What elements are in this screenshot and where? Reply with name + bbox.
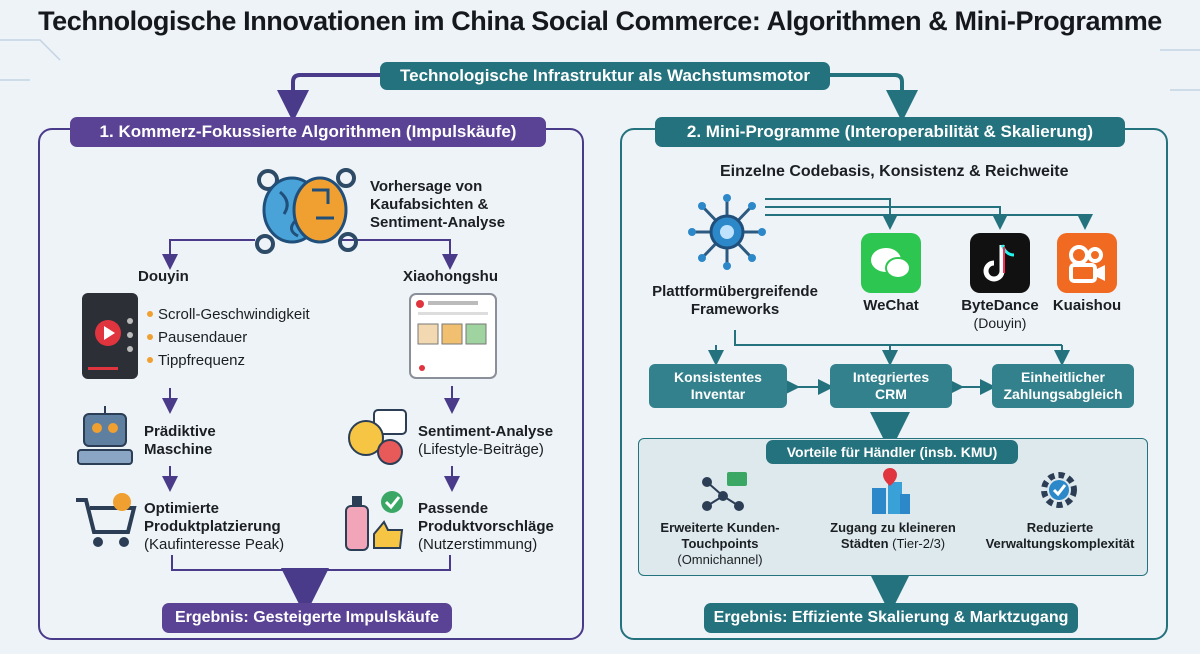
benefit-admin-2: Verwaltungskomplexität <box>985 536 1135 551</box>
benefit-touchpoints-1: Erweiterte Kunden- <box>660 520 780 535</box>
social-feed-icon <box>409 293 497 379</box>
metric-pause: Pausendauer <box>158 329 248 346</box>
codebase-subtitle: Einzelne Codebasis, Konsistenz & Reichwe… <box>720 163 1069 180</box>
suggest-label-1: Passende <box>418 500 489 517</box>
right-result: Ergebnis: Effiziente Skalierung & Marktz… <box>704 603 1078 633</box>
module-inventory: Konsistentes Inventar <box>649 364 787 408</box>
ai-label-1: Vorhersage von <box>370 178 483 195</box>
benefit-touchpoints-3: (Omnichannel) <box>677 552 763 567</box>
suggest-label-2: Produktvorschläge <box>418 518 554 535</box>
module-inventory-line2: Inventar <box>690 386 746 402</box>
bytedance-sublabel: (Douyin) <box>973 315 1027 331</box>
module-payment-line2: Zahlungsabgleich <box>1003 386 1123 402</box>
module-inventory-line1: Konsistentes <box>674 369 762 385</box>
kuaishou-icon <box>1057 233 1117 293</box>
city-pin-icon <box>872 468 910 514</box>
benefit-cities-2: Städten (Tier-2/3) <box>818 536 968 552</box>
ai-label-2: Kaufabsichten & <box>370 196 489 213</box>
gear-icon <box>1041 472 1077 508</box>
product-suggestion-icon <box>345 491 404 551</box>
sentiment-label: Sentiment-Analyse <box>418 423 554 440</box>
top-banner: Technologische Infrastruktur als Wachstu… <box>380 62 830 90</box>
placement-label-2: Produktplatzierung <box>144 518 281 535</box>
metric-bullets <box>147 311 153 363</box>
phone-video-icon <box>82 293 138 379</box>
douyin-label: Douyin <box>138 268 189 285</box>
people-network-icon <box>702 472 747 511</box>
machine-label-1: Prädiktive <box>144 423 216 440</box>
placement-label-3: (Kaufinteresse Peak) <box>144 536 285 553</box>
benefit-cities-2-tier: (Tier-2/3) <box>888 536 946 551</box>
network-hub-icon <box>688 194 766 270</box>
benefits-header: Vorteile für Händler (insb. KMU) <box>766 440 1018 464</box>
benefit-admin-1: Reduzierte <box>1026 520 1094 535</box>
placement-label-1: Optimierte <box>144 500 220 517</box>
robot-icon <box>77 406 133 465</box>
sentiment-sublabel: (Lifestyle-Beiträge) <box>418 441 544 458</box>
left-result: Ergebnis: Gesteigerte Impulskäufe <box>162 603 452 633</box>
module-crm-line2: CRM <box>875 386 907 402</box>
bytedance-label: ByteDance <box>961 297 1039 314</box>
module-payment-line1: Einheitlicher <box>1020 369 1106 385</box>
machine-label-2: Maschine <box>144 441 213 458</box>
module-crm: Integriertes CRM <box>830 364 952 408</box>
tiktok-icon <box>970 233 1030 293</box>
benefit-cities-1: Zugang zu kleineren <box>830 520 956 535</box>
brain-icon <box>255 168 358 254</box>
sentiment-faces-icon <box>348 409 407 465</box>
ai-label-3: Sentiment-Analyse <box>370 214 506 231</box>
benefit-cities-2-bold: Städten <box>840 536 889 551</box>
algorithms-header: 1. Kommerz-Fokussierte Algorithmen (Impu… <box>70 117 546 147</box>
kuaishou-label: Kuaishou <box>1052 297 1122 314</box>
module-crm-line1: Integriertes <box>852 369 930 385</box>
shopping-cart-icon <box>76 493 137 547</box>
wechat-label: WeChat <box>863 297 919 314</box>
frameworks-label-2: Frameworks <box>690 301 780 318</box>
benefit-touchpoints-2: Touchpoints <box>681 536 759 551</box>
metric-scroll: Scroll-Geschwindigkeit <box>158 306 310 323</box>
page-title: Technologische Innovationen im China Soc… <box>38 6 1162 36</box>
mini-programs-header: 2. Mini-Programme (Interoperabilität & S… <box>655 117 1125 147</box>
module-payment: Einheitlicher Zahlungsabgleich <box>992 364 1134 408</box>
wechat-icon <box>861 233 921 293</box>
frameworks-label-1: Plattformübergreifende <box>652 283 818 300</box>
suggest-label-3: (Nutzerstimmung) <box>418 536 538 553</box>
metric-tap: Tippfrequenz <box>158 352 245 369</box>
xiaohongshu-label: Xiaohongshu <box>403 268 498 285</box>
